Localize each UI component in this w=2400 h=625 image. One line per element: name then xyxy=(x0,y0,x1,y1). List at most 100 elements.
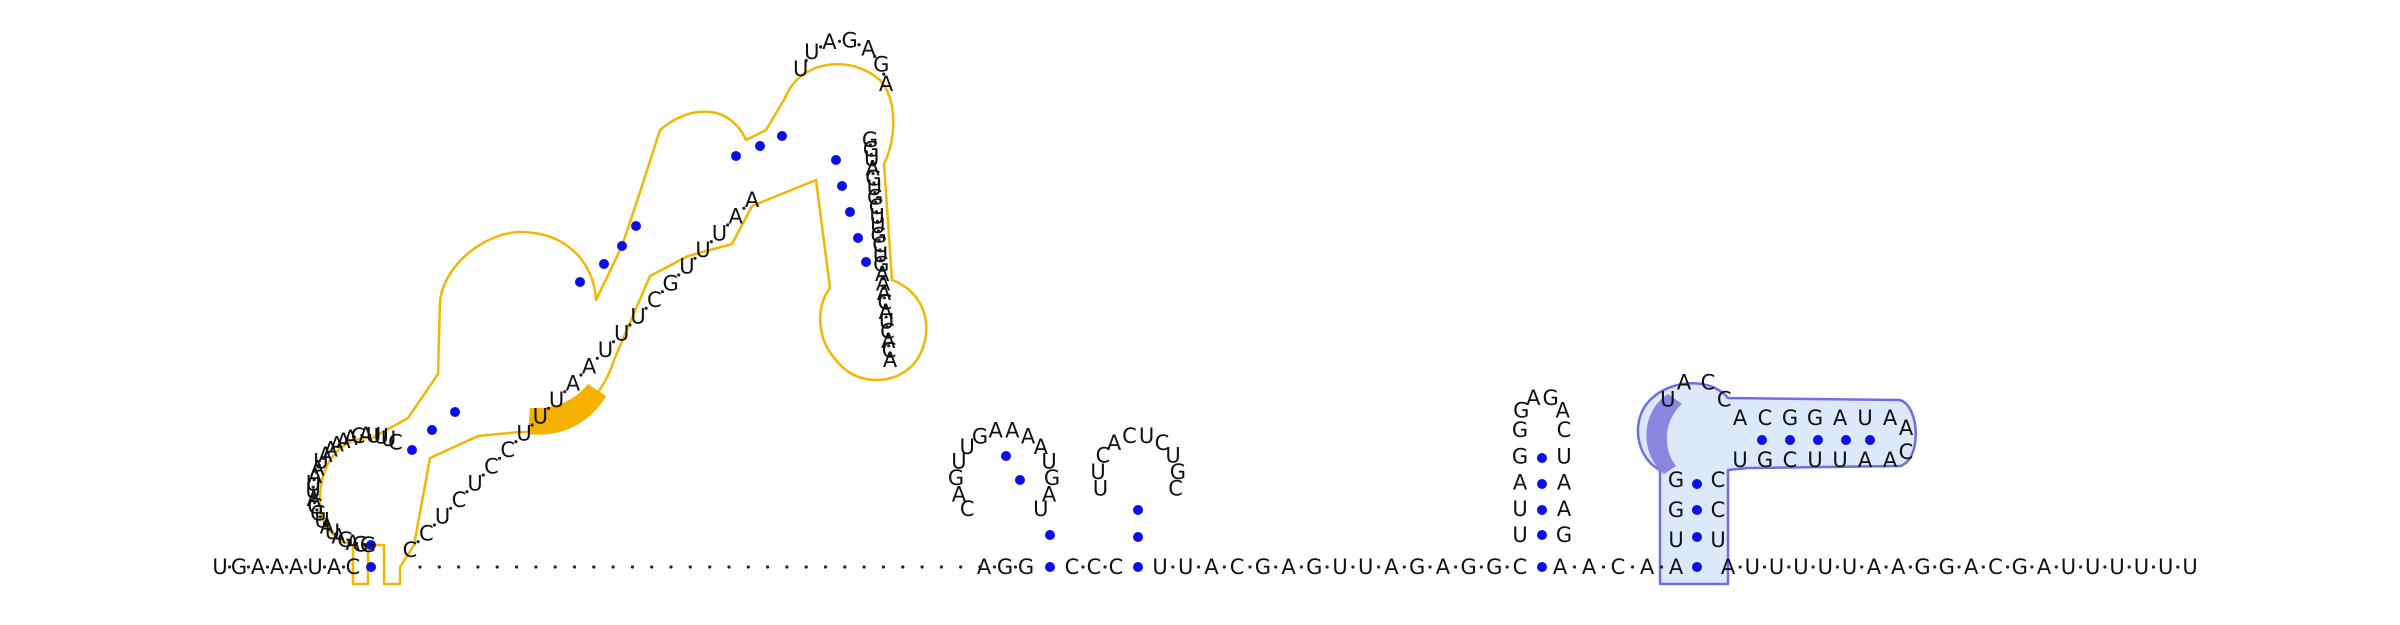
backbone-link xyxy=(726,223,730,227)
backbone-link xyxy=(322,521,327,526)
nucleotide-hairpin2-loop: U xyxy=(1165,444,1180,468)
backbone-link xyxy=(2054,565,2058,569)
backbone-link xyxy=(368,433,372,437)
nucleotide-domain1-hairpin-loop: A xyxy=(879,72,894,96)
base-pair-dot xyxy=(427,425,437,435)
single-strand-dot xyxy=(843,565,847,569)
backbone-link xyxy=(1601,565,1606,569)
base-pair-dot xyxy=(1537,453,1547,463)
single-strand-dot xyxy=(688,565,692,569)
nucleotide-three-prime-tail: A xyxy=(1721,555,1736,579)
nucleotide-hairpin1-loop: G xyxy=(1044,466,1060,490)
backbone-link xyxy=(882,296,886,300)
nucleotide-domain1-left: G xyxy=(337,528,353,552)
backbone-link xyxy=(742,206,746,210)
domain2-highlight xyxy=(1646,394,1682,474)
backbone-link xyxy=(1835,565,1839,569)
nucleotide-hairpin1-stem: A xyxy=(977,555,992,579)
nucleotide-domain1-left: U xyxy=(381,427,396,451)
nucleotide-domain2-arm-bottom: U xyxy=(1732,448,1747,472)
nucleotide-domain1-hairpin-right: G xyxy=(865,166,881,190)
backbone-link xyxy=(416,540,420,544)
base-pair-dot xyxy=(1133,562,1143,572)
backbone-link xyxy=(1762,565,1767,569)
nucleotide-hairpin3-right: A xyxy=(1557,471,1572,495)
nucleotide-domain1-hairpin-right: C xyxy=(872,233,887,257)
base-pair-dot xyxy=(1692,505,1702,515)
nucleotide-three-prime-tail: A xyxy=(1891,555,1906,579)
nucleotide-domain1-hairpin-right: A xyxy=(875,262,890,286)
backbone-link xyxy=(322,565,327,569)
nucleotide-hairpin1-loop: A xyxy=(989,419,1004,443)
backbone-link xyxy=(628,323,632,327)
backbone-link xyxy=(383,436,387,440)
nucleotide-domain1-hairpin-loop: U xyxy=(804,40,819,64)
nucleotide-domain2-loop: A xyxy=(1677,371,1692,395)
backbone-link xyxy=(1351,565,1355,569)
nucleotide-domain1-interior-right: U xyxy=(695,238,710,262)
nucleotide-linker: C xyxy=(1513,555,1528,579)
nucleotide-domain1-left: A xyxy=(331,525,346,549)
single-strand-dot xyxy=(939,565,944,569)
backbone-link xyxy=(1377,565,1381,569)
nucleotide-domain2-arm-tip: A xyxy=(1899,416,1914,440)
single-strand-dot xyxy=(515,565,519,569)
nucleotide-five-prime-tail: U xyxy=(307,555,322,579)
backbone-link xyxy=(1454,565,1458,569)
nucleotide-domain1-left: A xyxy=(318,443,333,467)
nucleotide-domain1-left: U xyxy=(314,508,329,532)
nucleotide-domain2-stem-left: G xyxy=(1668,498,1684,522)
nucleotide-domain1-left: G xyxy=(310,502,326,526)
backbone-link xyxy=(869,152,873,156)
nucleotide-three-prime-tail: G xyxy=(1914,555,1930,579)
base-pair-dot xyxy=(853,233,863,243)
nucleotide-domain1-hairpin-loop: G xyxy=(841,29,857,53)
nucleotide-domain2-arm-bottom: C xyxy=(1783,448,1798,472)
backbone-link xyxy=(857,43,861,47)
base-pair-dot xyxy=(407,445,417,455)
nucleotide-domain1-left: C xyxy=(388,430,403,454)
backbone-link xyxy=(868,143,873,147)
nucleotide-five-prime-tail: A xyxy=(270,555,285,579)
backbone-link xyxy=(432,523,436,527)
nucleotide-domain2-lead: C xyxy=(1611,555,1626,579)
backbone-link xyxy=(1428,565,1432,569)
nucleotide-hairpin1-loop: C xyxy=(960,497,975,521)
backbone-link xyxy=(709,240,713,244)
nucleotide-domain1-interior-right: G xyxy=(662,271,678,295)
base-pair-dot xyxy=(1692,562,1702,572)
nucleotide-hairpin1-loop: G xyxy=(972,424,988,448)
base-pair-dot xyxy=(1133,505,1143,515)
base-pair-dot xyxy=(1537,562,1547,572)
backbone-link xyxy=(1197,565,1201,569)
nucleotide-three-prime-tail: G xyxy=(2012,555,2028,579)
nucleotide-hairpin1-stem: G xyxy=(1018,555,1034,579)
nucleotide-three-prime-tail: U xyxy=(2158,555,2173,579)
nucleotide-domain1-hairpin-right: G xyxy=(862,128,878,152)
single-strand-dot xyxy=(881,565,886,569)
backbone-link xyxy=(318,515,322,519)
nucleotide-linker: G xyxy=(1255,555,1271,579)
nucleotide-domain1-hairpin-right: U xyxy=(873,243,888,267)
nucleotide-five-prime-tail: A xyxy=(327,555,342,579)
nucleotide-hairpin3-loop: G xyxy=(1513,399,1529,423)
backbone-link xyxy=(1860,565,1864,569)
backbone-link xyxy=(877,238,881,242)
nucleotide-hairpin1-loop: U xyxy=(960,435,975,459)
backbone-link xyxy=(2176,565,2180,569)
backbone-link xyxy=(333,532,338,536)
backbone-link xyxy=(314,470,318,474)
nucleotide-domain2-arm-top: A xyxy=(1733,406,1748,430)
backbone-link xyxy=(341,565,346,569)
backbone-link xyxy=(1957,565,1961,569)
nucleotide-three-prime-tail: A xyxy=(1964,555,1979,579)
nucleotide-domain1-interior-right: C xyxy=(647,288,662,312)
base-pair-dot xyxy=(1537,479,1547,489)
nucleotide-hairpin2-loop: U xyxy=(1093,477,1108,501)
base-pair-dot xyxy=(1001,451,1011,461)
backbone-link xyxy=(878,248,882,252)
backbone-link xyxy=(1274,565,1278,569)
nucleotide-domain1-interior-right: C xyxy=(500,438,515,462)
nucleotide-three-prime-tail: C xyxy=(1988,555,2003,579)
backbone-link xyxy=(882,72,886,76)
